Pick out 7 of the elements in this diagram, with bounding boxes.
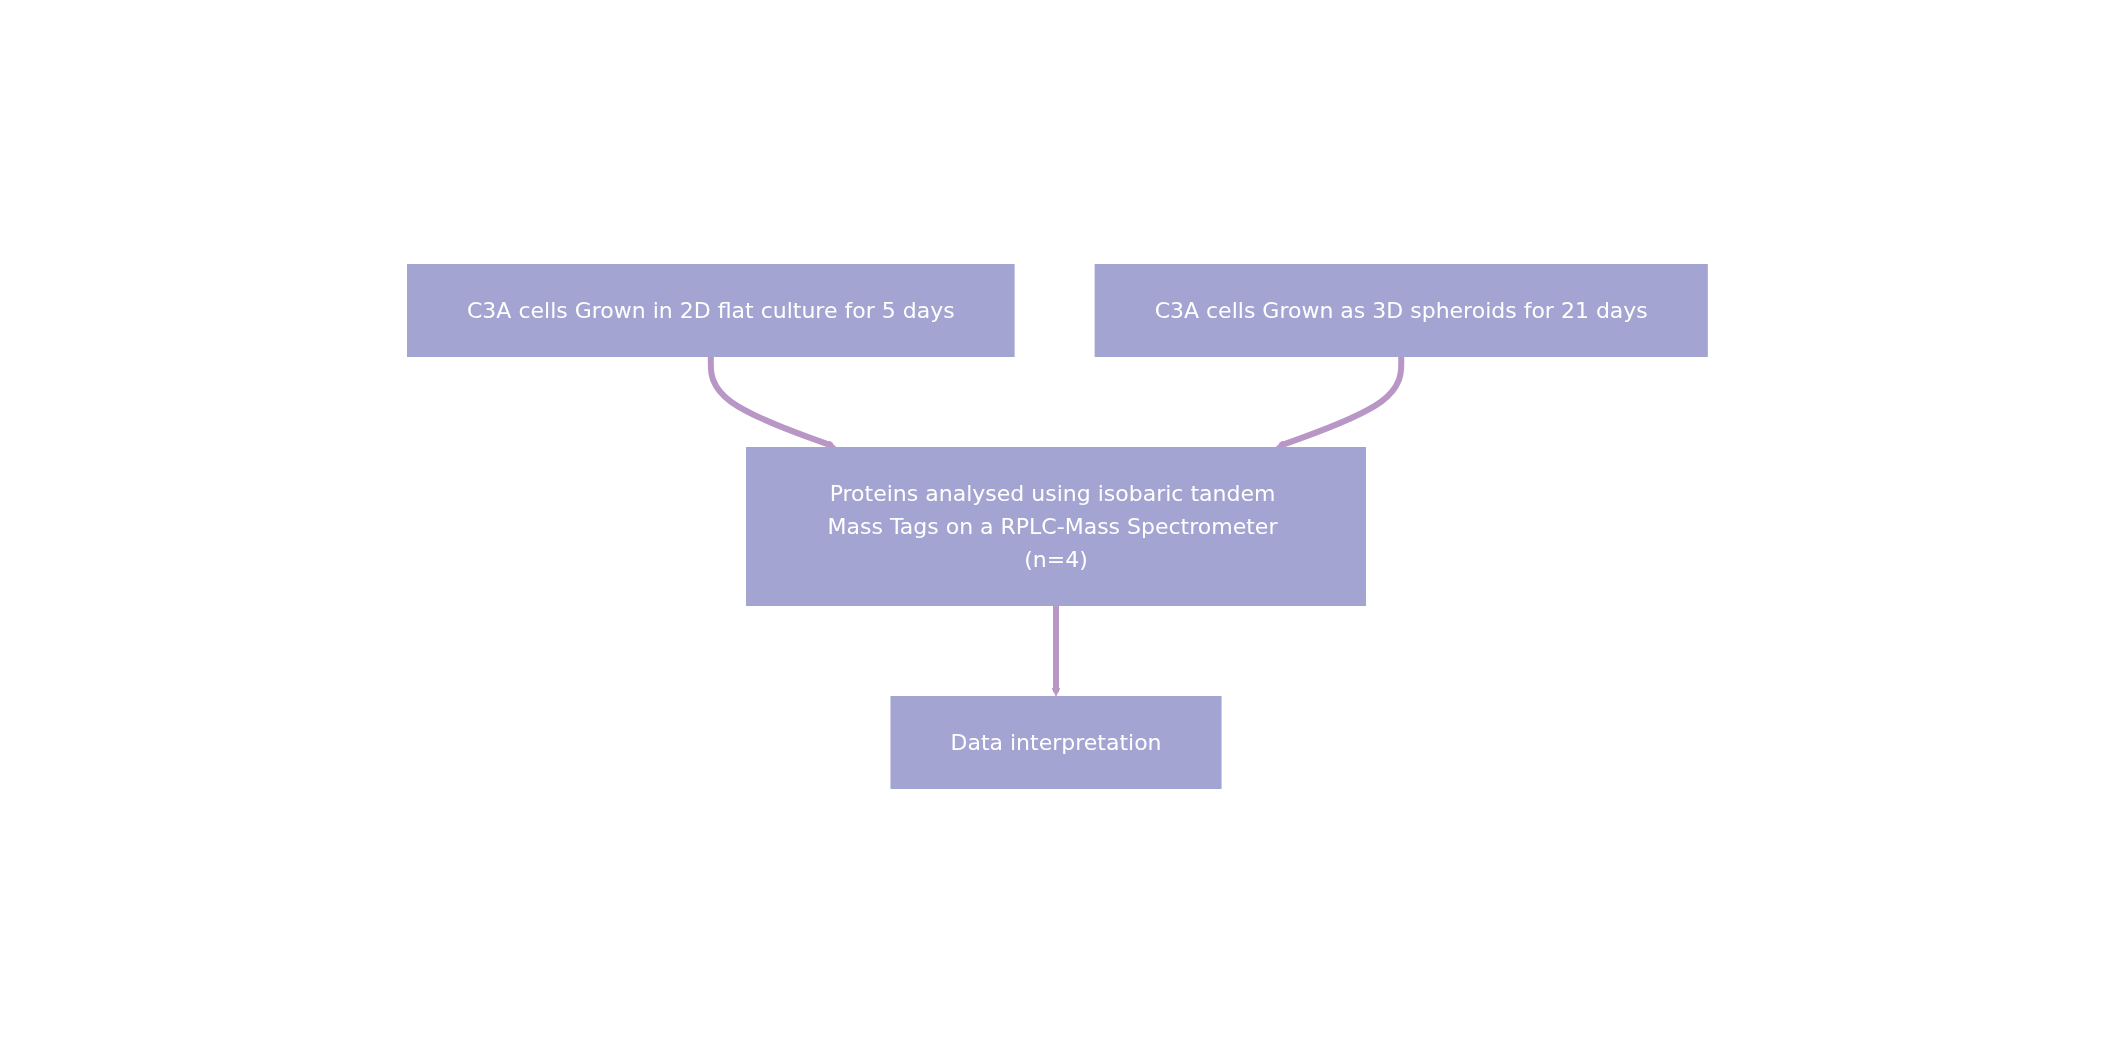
node-box: C3A cells Grown in 2D flat culture for 5 days [406, 264, 1015, 357]
node-box: C3A cells Grown as 3D spheroids for 21 days [1094, 264, 1708, 357]
arrow [1051, 606, 1060, 697]
arrow [1275, 357, 1404, 449]
arrow [707, 357, 836, 449]
node-box: Proteins analysed using isobaric tandem Mass Tags on a RPLC-Mass Spectrometer (n=4) [745, 447, 1366, 606]
node-box: Data interpretation [890, 696, 1222, 789]
